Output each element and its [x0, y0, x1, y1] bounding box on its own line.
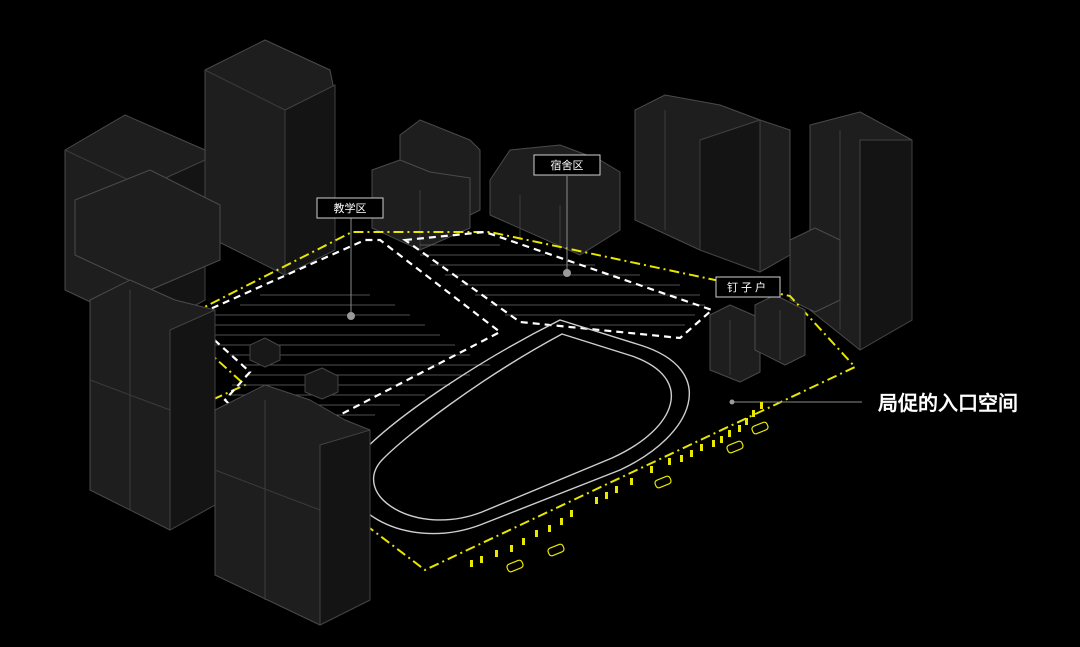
dormitory-zone-tag: 宿舍区	[534, 155, 600, 175]
holdout-house-label: 钉子户	[727, 280, 769, 294]
teaching-zone-tag: 教学区	[317, 198, 383, 218]
running-track	[349, 320, 689, 534]
entrance-crowd	[470, 402, 769, 573]
dormitory-zone-hatch	[420, 245, 705, 325]
entrance-callout: 局促的入口空间	[877, 391, 1018, 415]
teaching-zone-label: 教学区	[334, 201, 367, 215]
buildings-front	[90, 280, 805, 625]
person-icon	[470, 402, 763, 567]
holdout-house-tag: 钉子户	[716, 277, 780, 297]
dormitory-zone-label: 宿舍区	[551, 158, 584, 172]
